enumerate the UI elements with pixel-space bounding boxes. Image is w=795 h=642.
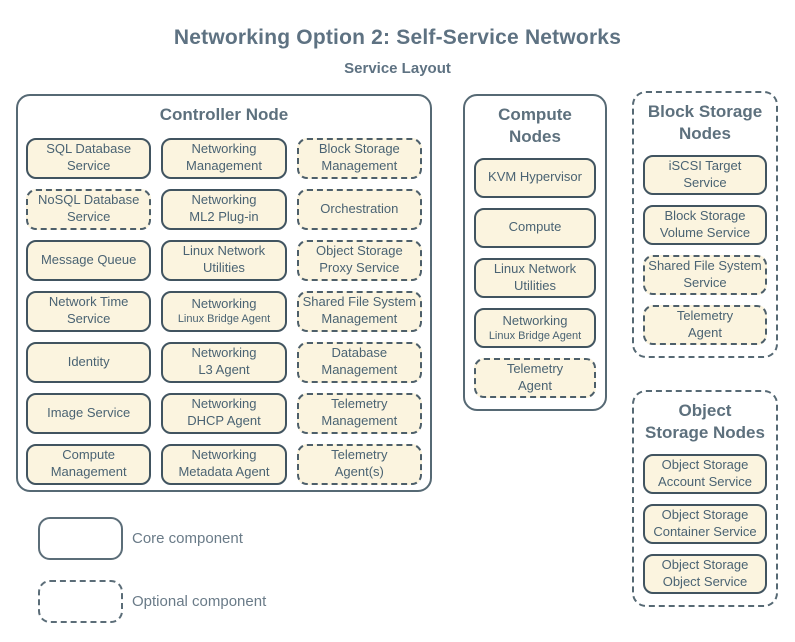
service-box: NoSQL Database Service xyxy=(26,188,152,230)
service-box-label: Telemetry Agent(s) xyxy=(331,447,388,480)
service-box: Networking DHCP Agent xyxy=(161,392,287,434)
service-box-label: Linux Network Utilities xyxy=(493,260,577,293)
container-title: Block Storage Nodes xyxy=(647,102,763,143)
service-box-label: Networking L3 Agent xyxy=(191,345,257,378)
service-box-label: Shared File System Service xyxy=(648,257,762,290)
container-block-storage: Block Storage Nodes iSCSI Target Service… xyxy=(632,91,778,358)
service-box: Object Storage Account Service xyxy=(643,453,767,494)
service-box: iSCSI Target Service xyxy=(643,154,767,195)
service-box: Linux Network Utilities xyxy=(161,239,287,281)
service-box: Orchestration xyxy=(296,188,422,230)
service-box-label: Networking Management xyxy=(186,141,262,174)
container-boxes: SQL Database Service Networking Managemen… xyxy=(18,126,430,485)
service-box-label: Block Storage Management xyxy=(318,141,400,174)
page-title: Networking Option 2: Self-Service Networ… xyxy=(173,26,622,49)
optional-component-swatch xyxy=(38,580,123,623)
service-box: Networking Management xyxy=(161,137,287,179)
service-box-label: Orchestration xyxy=(320,200,399,216)
legend-item-optional: Optional component xyxy=(38,580,266,623)
service-box-label: Object Storage Account Service xyxy=(658,456,752,489)
service-box: Networking ML2 Plug-in xyxy=(161,188,287,230)
service-box: Networking L3 Agent xyxy=(161,341,287,383)
service-box-label: Message Queue xyxy=(40,251,137,267)
service-box: Block Storage Volume Service xyxy=(643,204,767,245)
container-title: Compute Nodes xyxy=(498,105,572,146)
service-box: Compute Management xyxy=(26,443,152,485)
service-box-label: Networking xyxy=(502,312,568,328)
service-box: Object Storage Container Service xyxy=(643,503,767,544)
service-box-label: Compute xyxy=(508,219,562,235)
service-box: Object Storage Object Service xyxy=(643,553,767,594)
service-box: SQL Database Service xyxy=(26,137,152,179)
service-box-label: Networking ML2 Plug-in xyxy=(189,192,259,225)
legend-item-core: Core component xyxy=(38,517,243,560)
service-box: Object Storage Proxy Service xyxy=(296,239,422,281)
service-box: Identity xyxy=(26,341,152,383)
container-object-storage: Object Storage Nodes Object Storage Acco… xyxy=(632,390,778,607)
service-box: Networking Metadata Agent xyxy=(161,443,287,485)
service-box: Database Management xyxy=(296,341,422,383)
container-title: Controller Node xyxy=(159,105,289,124)
service-box: Shared File System Service xyxy=(643,254,767,295)
service-box-label: Networking xyxy=(191,296,257,312)
legend-core-label: Core component xyxy=(132,530,243,547)
service-box: Compute xyxy=(474,207,596,248)
service-box-label: Telemetry Agent xyxy=(506,360,564,393)
service-box-label: Shared File System Management xyxy=(302,294,417,327)
container-title: Object Storage Nodes xyxy=(645,401,765,442)
core-component-swatch xyxy=(38,517,123,560)
service-box-label: Linux Network Utilities xyxy=(182,243,266,276)
service-box: Network Time Service xyxy=(26,290,152,332)
service-box-label: Telemetry Agent xyxy=(676,307,734,340)
service-box: Linux Network Utilities xyxy=(474,257,596,298)
service-box: Telemetry Agent xyxy=(474,357,596,398)
service-box: KVM Hypervisor xyxy=(474,157,596,198)
page-subtitle: Service Layout xyxy=(344,60,451,77)
service-box: Shared File System Management xyxy=(296,290,422,332)
service-box-label: Object Storage Object Service xyxy=(661,556,749,589)
service-box-label: iSCSI Target Service xyxy=(668,157,742,190)
service-box-label: KVM Hypervisor xyxy=(488,169,582,185)
service-box: Telemetry Agent(s) xyxy=(296,443,422,485)
service-box: Telemetry Management xyxy=(296,392,422,434)
legend-optional-label: Optional component xyxy=(132,593,267,610)
service-box-label: Block Storage Volume Service xyxy=(659,207,751,240)
service-box-label: Object Storage Container Service xyxy=(653,506,757,539)
service-box-label: Networking Metadata Agent xyxy=(178,447,270,480)
service-box-sublabel: Linux Bridge Agent xyxy=(488,329,582,342)
service-box-label: Image Service xyxy=(47,404,131,420)
service-box: Image Service xyxy=(26,392,152,434)
service-box-label: Network Time Service xyxy=(48,294,129,327)
service-box: Message Queue xyxy=(26,239,152,281)
service-box-label: Telemetry Management xyxy=(321,396,398,429)
service-box-label: Identity xyxy=(67,353,110,369)
service-box-label: Networking DHCP Agent xyxy=(187,396,261,429)
service-box-sublabel: Linux Bridge Agent xyxy=(177,313,271,326)
service-box-label: Compute Management xyxy=(50,447,127,480)
service-box-label: SQL Database Service xyxy=(46,141,132,174)
service-box-label: Database Management xyxy=(321,345,398,378)
service-box-label: NoSQL Database Service xyxy=(37,192,140,225)
service-box: Block Storage Management xyxy=(296,137,422,179)
service-box-label: Object Storage Proxy Service xyxy=(315,243,403,276)
service-box: Telemetry Agent xyxy=(643,304,767,345)
